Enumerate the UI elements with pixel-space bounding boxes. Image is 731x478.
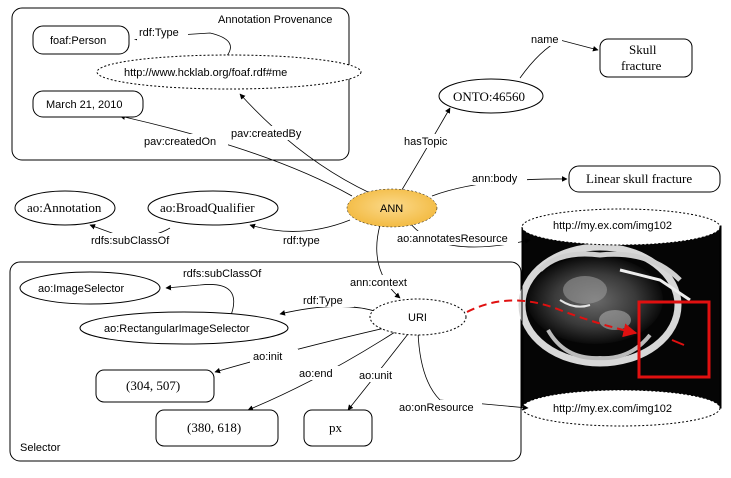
svg-text:ao:BroadQualifier: ao:BroadQualifier (160, 200, 255, 215)
ct-scan-image (518, 208, 722, 427)
node-date: March 21, 2010 (32, 90, 144, 118)
edge-ao-on-resource (417, 331, 529, 411)
svg-text:px: px (329, 420, 343, 435)
edge-rdf-type-mid (249, 219, 351, 232)
node-onto: ONTO:46560 (438, 78, 544, 114)
edge-rdf-type-top (131, 32, 231, 58)
edge-label-ao-end: ao:end (299, 368, 333, 380)
node-init: (304, 507) (95, 369, 215, 403)
svg-text:fracture: fracture (621, 58, 662, 73)
edge-label-has-topic: hasTopic (404, 136, 448, 148)
edge-label-ao-unit: ao:unit (359, 370, 392, 382)
svg-text:(304, 507): (304, 507) (126, 378, 180, 393)
node-img-top: http://my.ex.com/img102 (553, 220, 672, 232)
node-ao-image-selector: ao:ImageSelector (19, 271, 161, 305)
edge-label-rdfs-subclass-left: rdfs:subClassOf (91, 235, 170, 247)
edge-label-name: name (531, 34, 559, 46)
svg-text:ao:Annotation: ao:Annotation (27, 200, 102, 215)
selection-highlight-rect (637, 300, 711, 379)
edge-red-pointer (466, 299, 638, 338)
svg-text:Skull: Skull (629, 42, 657, 57)
node-px: px (303, 409, 373, 447)
node-ao-broad: ao:BroadQualifier (147, 190, 279, 226)
edge-has-topic (399, 107, 451, 194)
edge-label-ao-init: ao:init (253, 351, 282, 363)
edge-label-ao-annotates-resource: ao:annotatesResource (397, 233, 508, 245)
edge-labels: rdf:Type pav:createdOn pav:createdBy has… (88, 25, 562, 414)
node-uri: URI (369, 298, 467, 336)
svg-text:ao:ImageSelector: ao:ImageSelector (38, 283, 125, 295)
node-img-bottom: http://my.ex.com/img102 (553, 403, 672, 415)
node-foaf-uri: http://www.hcklab.org/foaf.rdf#me (96, 54, 362, 90)
svg-text:foaf:Person: foaf:Person (50, 35, 106, 47)
node-ao-annotation: ao:Annotation (14, 190, 116, 226)
edge-label-pav-created-by: pav:createdBy (231, 128, 302, 140)
node-end: (380, 618) (155, 409, 279, 447)
edge-label-rdf-type-sel: rdf:Type (303, 295, 343, 307)
edge-pav-created-by (239, 93, 371, 194)
svg-text:(380, 618): (380, 618) (187, 420, 241, 435)
svg-text:URI: URI (408, 312, 427, 324)
edge-label-ao-on-resource: ao:onResource (399, 402, 474, 414)
annotation-provenance-title: Annotation Provenance (218, 14, 332, 26)
node-linear-skull: Linear skull fracture (568, 165, 721, 193)
node-skull-fracture: Skull fracture (599, 38, 693, 78)
svg-text:ONTO:46560: ONTO:46560 (453, 89, 525, 104)
edge-label-rdf-type-mid: rdf:type (283, 235, 320, 247)
edge-label-pav-created-on: pav:createdOn (144, 136, 216, 148)
svg-text:March 21, 2010: March 21, 2010 (46, 99, 122, 111)
edge-ann-context (376, 224, 401, 299)
node-ann: ANN (346, 188, 438, 228)
edge-label-rdf-type-top: rdf:Type (139, 27, 179, 39)
svg-text:ao:RectangularImageSelector: ao:RectangularImageSelector (104, 323, 250, 335)
node-foaf-person: foaf:Person (32, 25, 130, 55)
edge-label-ann-context: ann:context (350, 277, 407, 289)
svg-text:Linear skull fracture: Linear skull fracture (586, 171, 692, 186)
node-ao-rect-selector: ao:RectangularImageSelector (79, 311, 289, 345)
svg-text:ANN: ANN (380, 203, 403, 215)
edge-rdfs-subclass-sel (165, 284, 235, 319)
selector-group-title: Selector (20, 442, 61, 454)
edge-label-rdfs-subclass-sel: rdfs:subClassOf (183, 268, 262, 280)
edge-label-ann-body: ann:body (472, 173, 518, 185)
svg-text:http://www.hcklab.org/foaf.rdf: http://www.hcklab.org/foaf.rdf#me (124, 67, 287, 79)
edge-pav-created-on (119, 114, 353, 197)
